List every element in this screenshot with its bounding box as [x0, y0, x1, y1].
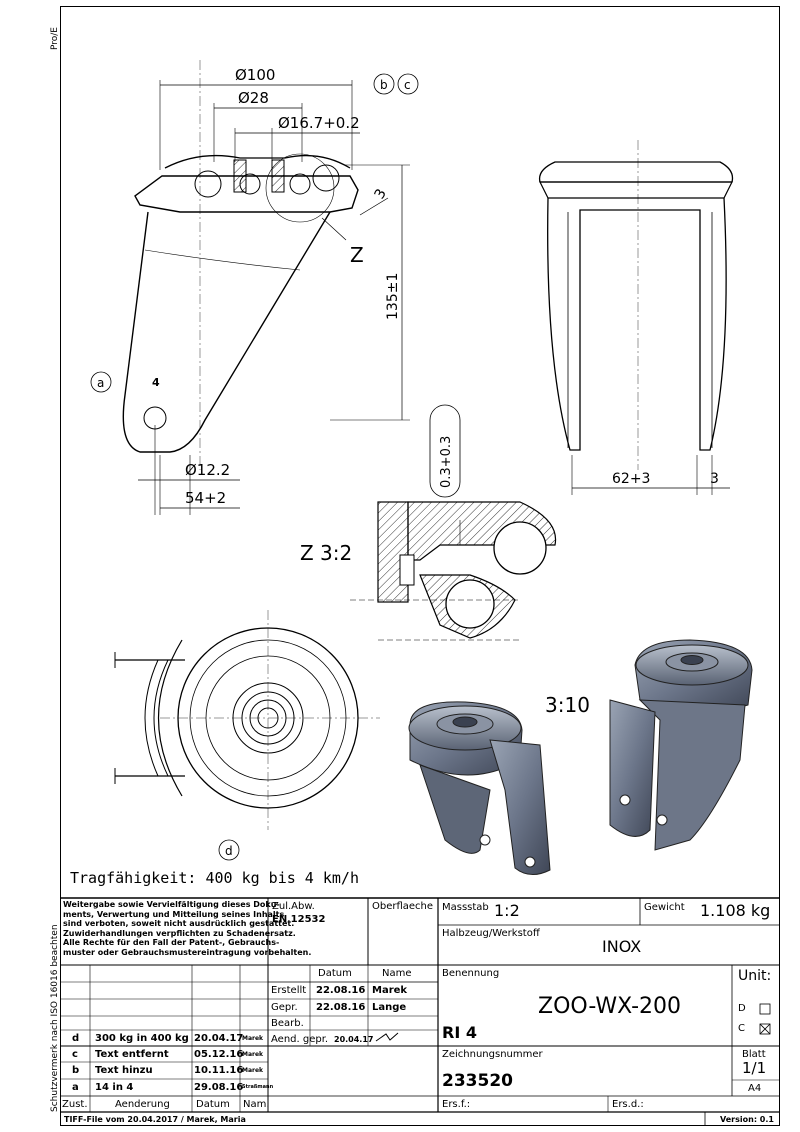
scale-label: Massstab [442, 902, 489, 913]
dim-gap: 0.3+0.3 [439, 436, 454, 488]
unit-option-c: C [738, 1023, 745, 1034]
callout-b: b [380, 78, 388, 92]
rev-id: c [72, 1049, 78, 1060]
notice-line: Alle Rechte für den Fall der Patent-, Ge… [63, 938, 280, 947]
part-name: ZOO-WX-200 [538, 994, 682, 1019]
rev-header-aenderung: Aenderung [115, 1099, 170, 1110]
rev-id: a [72, 1082, 79, 1093]
header-name: Name [382, 968, 412, 979]
drawing-sheet [60, 6, 780, 1126]
callout-a: a [97, 376, 104, 390]
drawing-number: 233520 [442, 1071, 513, 1091]
dim-d100: Ø100 [235, 66, 275, 84]
row-date-geprueft: 22.08.16 [316, 1002, 366, 1013]
weight-value: 1.108 kg [700, 901, 771, 920]
callout-c-circle [397, 73, 419, 95]
isometric-view-small [408, 701, 551, 875]
notice-line: Zuwiderhandlungen verpflichten zu Schade… [63, 928, 296, 938]
rev-date: 05.12.16 [194, 1049, 244, 1060]
dim-h135: 135±1 [385, 273, 401, 320]
dim-d16: Ø16.7+0.2 [278, 114, 360, 132]
rev-text: Text entfernt [95, 1049, 169, 1060]
row-label-aend-gepr: Aend. gepr. [271, 1034, 329, 1045]
header-datum: Datum [318, 968, 352, 979]
front-view [538, 140, 734, 495]
callout-a-circle [90, 371, 112, 393]
rev-text: 14 in 4 [95, 1082, 134, 1093]
callout-b-circle [373, 73, 395, 95]
row-label-erstellt: Erstellt [271, 985, 307, 996]
isometric-view-large [609, 639, 753, 851]
tolerance-value: EN 12532 [272, 914, 326, 925]
rev-header-zust: Zust. [62, 1099, 88, 1110]
dim-w54: 54+2 [185, 489, 226, 507]
dim-d12: Ø12.2 [185, 461, 230, 479]
row-label-bearbeitet: Bearb. [271, 1018, 304, 1029]
drawing-no-label: Zeichnungsnummer [442, 1049, 543, 1060]
callout-d: d [225, 844, 233, 858]
rev-id: b [72, 1065, 80, 1076]
dim-d28: Ø28 [238, 89, 269, 107]
row-label-geprueft: Gepr. [271, 1002, 298, 1013]
notice-line: Weitergabe sowie Vervielfältigung dieses… [63, 900, 280, 909]
rev-date: 10.11.16 [194, 1065, 244, 1076]
legal-notice: Weitergabe sowie Vervielfältigung dieses… [63, 900, 311, 957]
rev-text: 300 kg in 400 kg [95, 1033, 189, 1044]
rev-text: Text hinzu [95, 1065, 153, 1076]
rev-header-nam: Nam. [243, 1099, 270, 1110]
version-label: Version: 0.1 [720, 1115, 774, 1124]
scale-value: 1:2 [494, 901, 520, 920]
row-date-erstellt: 22.08.16 [316, 985, 366, 996]
detail-marker-z: Z [350, 243, 364, 267]
hole-mark: 4 [152, 376, 160, 389]
isometric-scale: 3:10 [545, 693, 590, 717]
detail-z-view [350, 404, 557, 641]
notice-line: sind verboten, soweit nicht ausdrücklich… [63, 919, 295, 928]
dim-w62: 62+3 [612, 471, 650, 487]
notice-line: ments, Verwertung und Mitteilung seines … [63, 909, 285, 919]
tolerance-label: Zul.Abw. [272, 901, 315, 912]
surface-label: Oberflaeche [372, 901, 434, 912]
sheet-label: Blatt [742, 1049, 766, 1060]
unit-label: Unit: [738, 968, 772, 984]
row-name-erstellt: Marek [372, 985, 408, 996]
paper-format: A4 [748, 1083, 762, 1094]
side-view [122, 60, 410, 515]
row-date-aend-gepr: 20.04.17 [334, 1035, 374, 1044]
ersd-label: Ers.d.: [612, 1099, 644, 1110]
bottom-view [114, 610, 380, 830]
row-name-geprueft: Lange [372, 1002, 407, 1013]
notice-line: muster oder Gebrauchsmustereintragung vo… [63, 947, 312, 957]
rev-date: 29.08.16 [194, 1082, 244, 1093]
name-label: Benennung [442, 968, 500, 979]
ersf-label: Ers.f.: [442, 1099, 471, 1110]
material-value: INOX [602, 937, 642, 956]
unit-option-d: D [738, 1003, 746, 1014]
rev-name: Marek [242, 1035, 264, 1042]
rev-date: 20.04.17 [194, 1033, 244, 1044]
footer-file-info: TIFF-File vom 20.04.2017 / Marek, Maria [64, 1115, 246, 1124]
weight-label: Gewicht [644, 902, 685, 913]
technical-drawing: Ø100 Ø28 Ø16.7+0.2 135±1 Ø12.2 54+2 62+3… [70, 60, 753, 887]
sheet-value: 1/1 [742, 1059, 767, 1077]
dim-thickness-front: 3 [710, 471, 719, 487]
material-label: Halbzeug/Werkstoff [442, 928, 540, 939]
rev-header-datum: Datum [196, 1099, 230, 1110]
load-capacity: Tragfähigkeit: 400 kg bis 4 km/h [70, 869, 359, 887]
detail-z-title: Z 3:2 [300, 541, 352, 565]
callout-d-circle [218, 839, 240, 861]
callout-c: c [404, 78, 411, 92]
rev-name: Marek [242, 1051, 264, 1058]
part-subname: RI 4 [442, 1023, 477, 1042]
rev-name: Straßmann [242, 1084, 274, 1090]
rev-name: Marek [242, 1067, 264, 1074]
rev-id: d [72, 1033, 80, 1044]
